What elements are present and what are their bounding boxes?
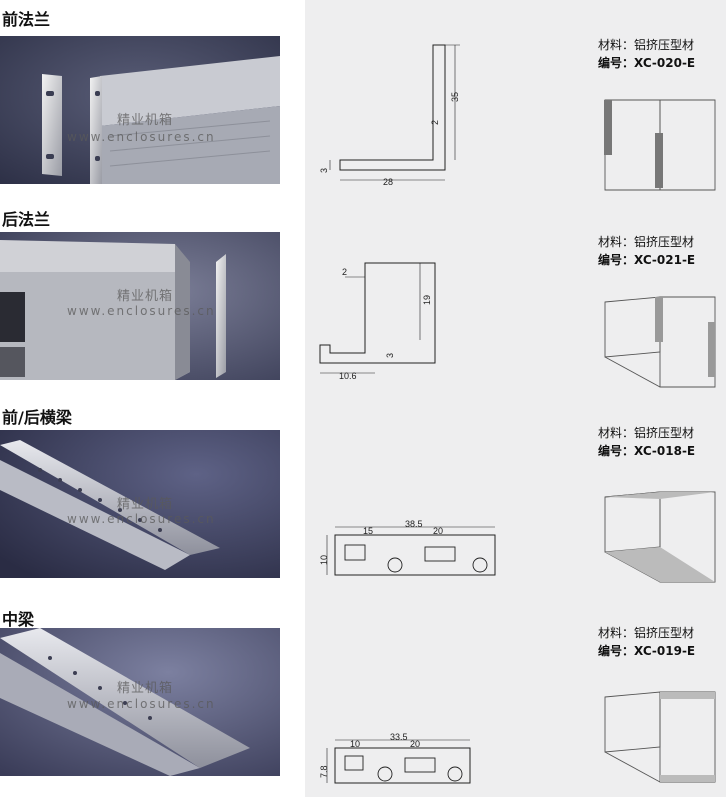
dim-label: 10 [319, 555, 329, 565]
material-label: 材料：铝挤压型材 [598, 235, 695, 249]
dim-label: 20 [433, 526, 443, 536]
section-title-front-flange: 前法兰 [2, 10, 51, 29]
photo-middle-beam [0, 628, 280, 776]
photo-rear-flange [0, 232, 280, 380]
dim-label: 35 [450, 92, 460, 102]
profile-drawing-xc018: 38.5 15 20 10 [305, 515, 726, 590]
dim-label: 28 [383, 177, 393, 187]
dim-label: 2 [430, 120, 440, 125]
enclosure-diagram-xc018 [600, 487, 720, 591]
watermark-url: www.enclosures.cn [67, 697, 216, 711]
dim-label: 7.8 [319, 765, 329, 778]
dim-label: 3 [319, 168, 329, 173]
enclosure-diagram-xc020 [600, 95, 720, 199]
dim-label: 3 [385, 353, 395, 358]
part-code: 编号：XC-020-E [598, 56, 696, 70]
section-title-front-rear-beam: 前/后横梁 [2, 408, 72, 427]
drawing-panel [305, 0, 726, 797]
dim-label: 10 [350, 739, 360, 749]
watermark-text: 精业机箱 [117, 289, 174, 304]
enclosure-diagram-xc021 [600, 292, 720, 396]
watermark-url: www.enclosures.cn [67, 130, 216, 144]
material-label: 材料：铝挤压型材 [598, 38, 695, 52]
dim-label: 10.6 [339, 371, 357, 381]
photo-front-flange [0, 36, 280, 184]
watermark-url: www.enclosures.cn [67, 304, 216, 318]
material-label: 材料：铝挤压型材 [598, 426, 695, 440]
watermark-text: 精业机箱 [117, 497, 174, 512]
watermark-text: 精业机箱 [117, 681, 174, 696]
enclosure-diagram-xc019 [600, 687, 720, 791]
watermark-text: 精业机箱 [117, 113, 174, 128]
profile-drawing-xc020: 35 2 3 28 [305, 40, 726, 190]
part-code: 编号：XC-018-E [598, 444, 696, 458]
dim-label: 20 [410, 739, 420, 749]
profile-drawing-xc019: 33.5 10 20 7.8 [305, 728, 726, 797]
section-title-rear-flange: 后法兰 [2, 210, 51, 229]
material-label: 材料：铝挤压型材 [598, 626, 695, 640]
part-code: 编号：XC-021-E [598, 253, 696, 267]
dim-label: 19 [422, 295, 432, 305]
dim-label: 15 [363, 526, 373, 536]
dim-label: 33.5 [390, 732, 408, 742]
photo-front-rear-beam [0, 430, 280, 578]
watermark-url: www.enclosures.cn [67, 512, 216, 526]
part-code: 编号：XC-019-E [598, 644, 696, 658]
dim-label: 2 [342, 267, 347, 277]
profile-drawing-xc021: 2 19 3 10.6 [305, 255, 726, 385]
section-title-middle-beam: 中梁 [2, 610, 35, 629]
dim-label: 38.5 [405, 519, 423, 529]
